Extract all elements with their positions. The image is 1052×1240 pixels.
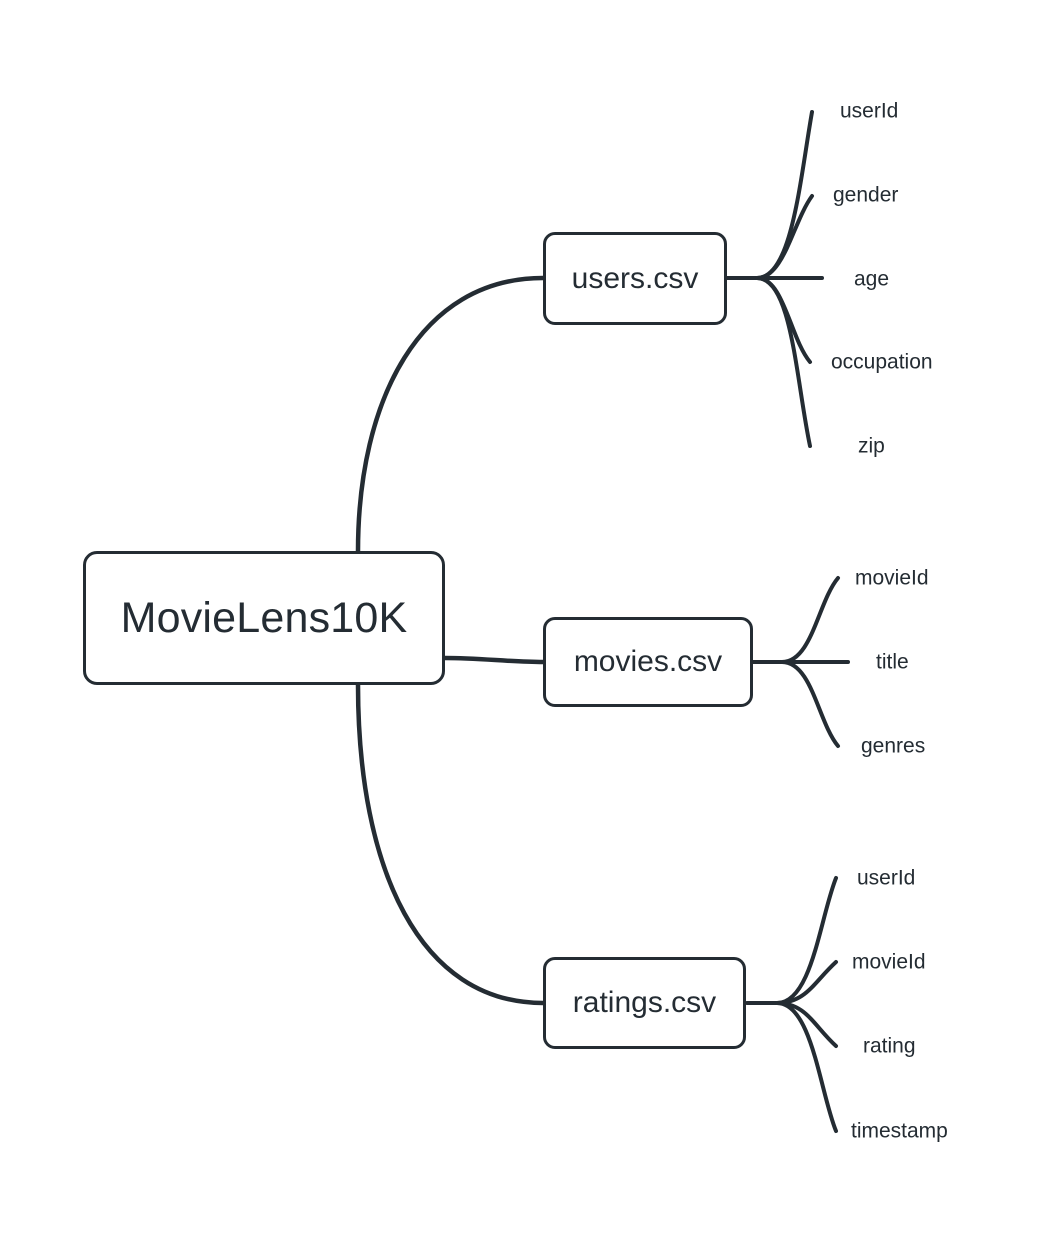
edge-ratings-to-rating	[775, 1001, 838, 1048]
leaf-label-users-age[interactable]: age	[854, 267, 890, 291]
leaf-label-users-userid[interactable]: userId	[840, 99, 899, 123]
edge-root-to-ratings	[355, 682, 546, 1006]
leaf-label-users-gender[interactable]: gender	[833, 183, 899, 207]
leaf-label-movies-movieid[interactable]: movieId	[855, 566, 929, 590]
edge-users-to-gender	[755, 194, 814, 280]
branch-node-users[interactable]: users.csv	[543, 232, 727, 325]
branch-node-movies-label: movies.csv	[573, 645, 723, 678]
leaf-label-ratings-rating[interactable]: rating	[863, 1034, 916, 1058]
leaf-label-ratings-timestamp[interactable]: timestamp	[851, 1119, 948, 1143]
edge-movies-to-genres	[780, 660, 840, 748]
edge-ratings-to-timestamp	[775, 1001, 838, 1133]
edge-users-to-occupation	[755, 276, 812, 364]
branch-node-ratings[interactable]: ratings.csv	[543, 957, 746, 1049]
edge-ratings-to-userId	[775, 876, 838, 1005]
edge-movies-to-movieId	[780, 576, 840, 664]
branch-node-users-label: users.csv	[571, 261, 699, 295]
leaf-label-ratings-userid[interactable]: userId	[857, 866, 916, 890]
edge-users-to-zip	[755, 276, 812, 448]
leaf-label-movies-title[interactable]: title	[876, 650, 909, 674]
edge-ratings-to-movieId	[775, 960, 838, 1005]
branch-node-ratings-label: ratings.csv	[572, 986, 717, 1019]
edge-root-to-movies	[442, 655, 546, 665]
edge-root-to-users	[355, 275, 546, 554]
root-node-label: MovieLens10K	[120, 593, 408, 642]
leaf-label-ratings-movieid[interactable]: movieId	[852, 950, 926, 974]
leaf-label-users-zip[interactable]: zip	[858, 434, 885, 458]
leaf-label-movies-genres[interactable]: genres	[861, 734, 926, 758]
root-node[interactable]: MovieLens10K	[83, 551, 445, 685]
leaf-label-users-occupation[interactable]: occupation	[831, 350, 933, 374]
branch-node-movies[interactable]: movies.csv	[543, 617, 753, 707]
